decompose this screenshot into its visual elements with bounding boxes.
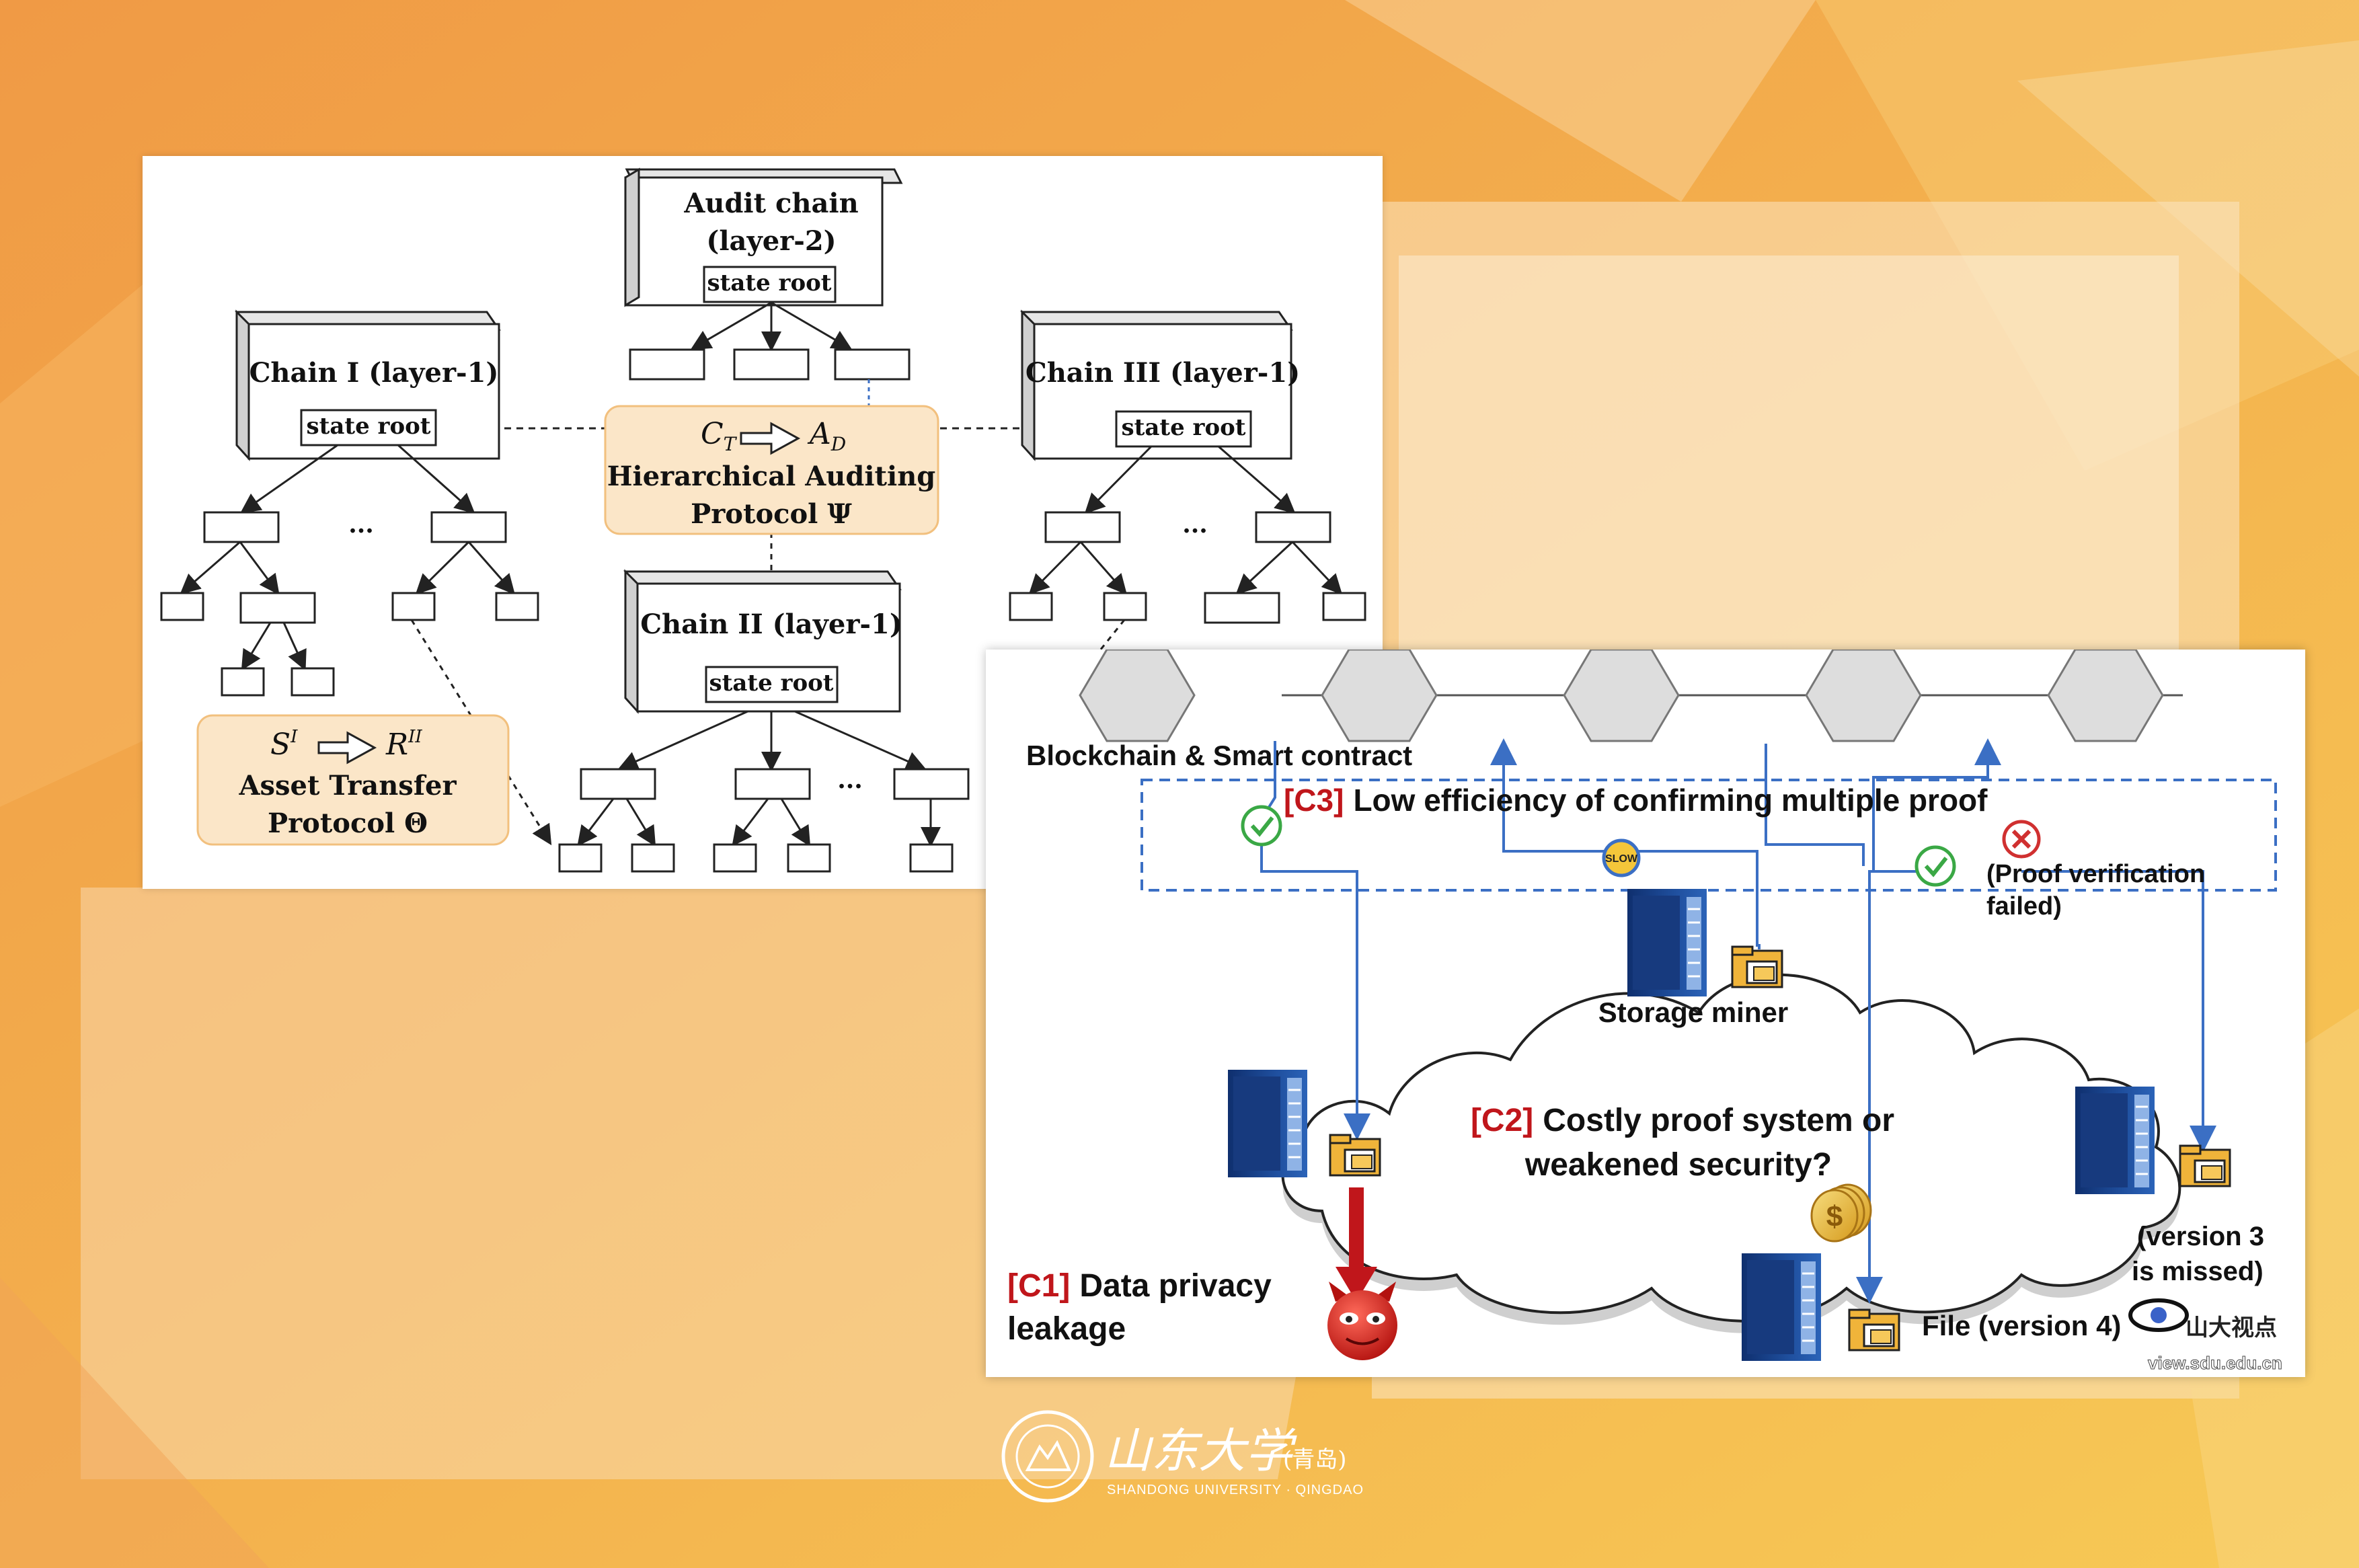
chain-2-block: Chain II (layer-1) state root — [623, 569, 902, 714]
chain-1-title: Chain I (layer-1) — [249, 357, 499, 389]
check-icon — [1915, 845, 1956, 887]
blockchain-label: Blockchain & Smart contract — [1026, 740, 1412, 771]
university-name-en: SHANDONG UNIVERSITY · QINGDAO — [1107, 1483, 1364, 1497]
server-icon — [1227, 1068, 1309, 1179]
chain-2-state-root: state root — [709, 670, 833, 697]
folder-icon — [1329, 1134, 1381, 1177]
svg-text:山大视点: 山大视点 — [2186, 1315, 2277, 1341]
audit-chain-state-root: state root — [707, 270, 831, 297]
storage-miner-label: Storage miner — [1598, 996, 1788, 1028]
arrow-icon — [740, 422, 801, 455]
svg-text:view.sdu.edu.cn: view.sdu.edu.cn — [2148, 1353, 2282, 1373]
c3-label: [C3]Low efficiency of confirming multipl… — [1284, 783, 1988, 818]
campus-name-cn: (青岛) — [1283, 1446, 1347, 1473]
arrow-icon — [317, 731, 377, 765]
chain-1-state-root: state root — [306, 413, 430, 440]
red-down-arrow-icon — [1336, 1187, 1377, 1302]
storage-challenges-diagram-panel: Blockchain & Smart contract [C3]Low effi… — [986, 650, 2305, 1377]
chain-2-ellipsis: ... — [837, 766, 863, 794]
formula-ad: AD — [807, 417, 846, 455]
audit-chain-title: Audit chain — [683, 188, 858, 219]
chain-1-ellipsis: ... — [348, 510, 374, 539]
version3-line2: is missed) — [2132, 1257, 2264, 1286]
chain-3-block: Chain III (layer-1) state root — [1020, 309, 1300, 461]
folder-icon — [1731, 945, 1783, 988]
asset-transfer-protocol: SI RII Asset Transfer Protocol Θ — [196, 714, 510, 846]
chain-3-ellipsis: ... — [1182, 510, 1208, 539]
proof-failed-line1: (Proof verification — [1986, 860, 2205, 888]
chain-3-state-root: state root — [1121, 414, 1245, 441]
chain-3-title: Chain III (layer-1) — [1026, 357, 1300, 389]
formula-r: RII — [385, 727, 422, 762]
sdu-view-watermark-logo: 山大视点 view.sdu.edu.cn — [2128, 1298, 2282, 1374]
audit-protocol-line1: Hierarchical Auditing — [607, 461, 936, 492]
university-logo: 山东大学 (青岛) SHANDONG UNIVERSITY · QINGDAO — [1001, 1410, 1364, 1503]
c3-dashed-box — [1140, 779, 2277, 892]
c2-line2: weakened security? — [1524, 1147, 1832, 1183]
svg-text:$: $ — [1826, 1200, 1843, 1233]
formula-ct: CT — [701, 417, 738, 455]
folder-icon — [1848, 1308, 1900, 1351]
c2-line1: [C2]Costly proof system or — [1471, 1103, 1894, 1138]
hierarchical-auditing-protocol: CT AD Hierarchical Auditing Protocol Ψ — [604, 405, 939, 535]
asset-protocol-line1: Asset Transfer — [238, 770, 457, 801]
svg-text:SLOW: SLOW — [1605, 853, 1638, 865]
error-x-icon — [2002, 820, 2041, 859]
formula-s: SI — [270, 727, 298, 762]
check-icon — [1241, 805, 1282, 847]
coin-stack-icon: $ — [1810, 1183, 1872, 1243]
university-seal-icon — [1001, 1410, 1094, 1503]
storage-miner-server-icon — [1626, 888, 1708, 998]
c1-line1: [C1]Data privacy — [1007, 1268, 1272, 1304]
cloud-shape — [1281, 973, 2181, 1333]
audit-chain-block: Audit chain (layer-2) state root — [624, 167, 903, 307]
devil-icon — [1327, 1282, 1397, 1360]
c1-line2: leakage — [1007, 1311, 1126, 1347]
asset-protocol-line2: Protocol Θ — [268, 808, 428, 839]
chain-2-title: Chain II (layer-1) — [640, 609, 902, 640]
chain-1-block: Chain I (layer-1) state root — [235, 309, 501, 461]
file-version-label: File (version 4) — [1922, 1310, 2121, 1341]
proof-failed-line2: failed) — [1986, 892, 2062, 920]
folder-icon — [2179, 1144, 2231, 1187]
audit-chain-subtitle: (layer-2) — [706, 225, 836, 257]
server-icon — [1740, 1252, 1822, 1362]
version3-line1: (version 3 — [2137, 1222, 2264, 1251]
audit-protocol-line2: Protocol Ψ — [691, 498, 852, 530]
server-icon — [2074, 1085, 2156, 1195]
layered-chain-diagram-panel: Audit chain (layer-2) state root CT AD H… — [143, 156, 1383, 889]
university-name-cn: 山东大学 — [1104, 1423, 1297, 1479]
blockchain-hexagons — [1079, 650, 2183, 742]
slow-badge-icon: SLOW — [1602, 838, 1641, 877]
